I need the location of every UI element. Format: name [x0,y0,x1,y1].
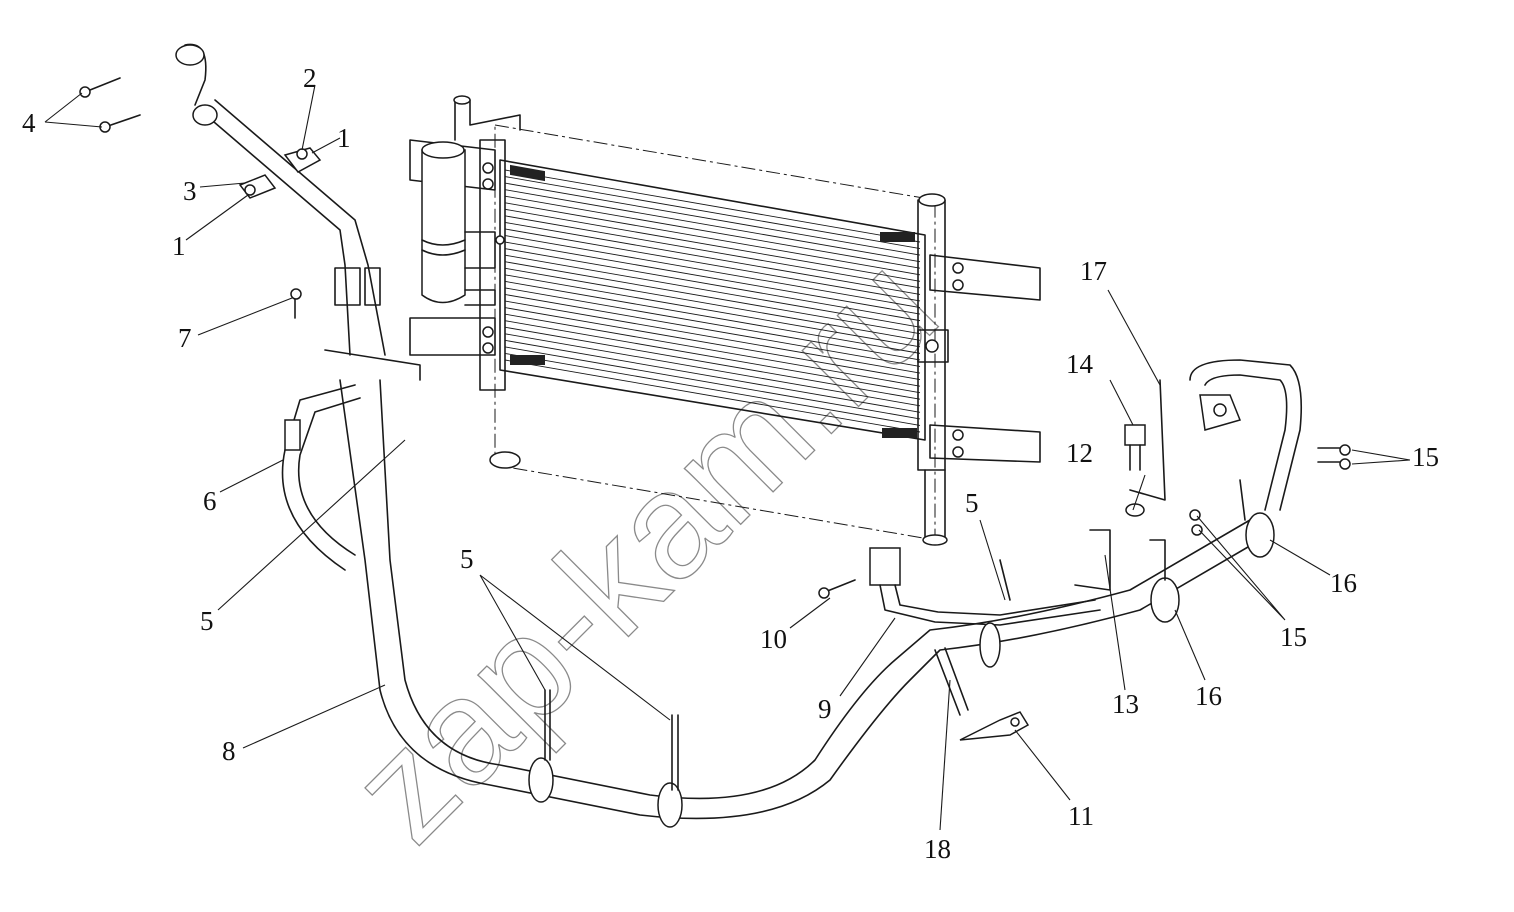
condenser-fin-line [504,195,921,269]
callout-5-middle: 5 [460,544,474,574]
callout-5-right: 5 [965,488,979,518]
condenser-fin-line [504,307,921,381]
condenser-fin-line [504,346,921,420]
right-pipe-assembly [1074,359,1351,591]
condenser-fin-line [504,235,921,308]
callout-16-upper: 16 [1330,568,1357,598]
condenser-fin-line [504,202,921,276]
pipe-9 [869,547,1101,668]
condenser-fin-line [504,254,921,328]
condenser-fins [504,169,921,433]
condenser-fin-line [504,280,921,354]
receiver-drier [421,141,505,306]
condenser-fin-line [504,208,921,282]
small-parts [79,77,1030,741]
callout-18: 18 [924,834,951,864]
condenser-fin-line [504,333,921,407]
callout-16-lower: 16 [1195,681,1222,711]
callout-labels: 1 1 2 3 4 5 5 5 6 7 8 9 10 11 12 13 14 1… [22,63,1439,864]
callout-5-left: 5 [200,606,214,636]
condenser-fin-line [504,221,921,295]
upper-left-pipes [175,43,421,381]
callout-3: 3 [183,176,197,206]
callout-10: 10 [760,624,787,654]
callout-1-upper: 1 [337,123,351,153]
condenser-fin-line [504,326,921,400]
callout-17: 17 [1080,256,1107,286]
condenser-fin-line [504,189,921,263]
callout-13: 13 [1112,689,1139,719]
condenser-fin-line [504,294,921,367]
callout-9: 9 [818,694,832,724]
hose-6 [281,384,361,571]
pipe-8-main [339,379,1275,828]
callout-15-upper: 15 [1412,442,1439,472]
condenser-fin-line [504,176,921,249]
condenser-fin-line [504,248,921,322]
callout-2: 2 [303,63,317,93]
condenser-fin-line [504,313,921,387]
condenser-fin-line [504,182,921,256]
callout-12: 12 [1066,438,1093,468]
condenser-fin-line [504,215,921,289]
callout-11: 11 [1068,801,1094,831]
condenser-fin-line [504,169,921,243]
condenser-fin-line [504,274,921,348]
condenser-fin-line [504,353,921,426]
callout-15-lower: 15 [1280,622,1307,652]
condenser-fin-line [504,359,921,433]
callout-14: 14 [1066,349,1094,379]
callout-1-lower: 1 [172,231,186,261]
callout-8: 8 [222,736,236,766]
callout-7: 7 [178,323,192,353]
condenser-fin-line [504,261,921,335]
condenser-fin-line [504,287,921,361]
condenser-fin-line [504,267,921,341]
condenser-fin-line [504,300,921,374]
condenser-fin-line [504,339,921,413]
callout-4: 4 [22,108,36,138]
condenser-fin-line [504,320,921,394]
condenser-fin-line [504,228,921,302]
callout-6: 6 [203,486,217,516]
leader-lines [44,84,1411,831]
condenser-fin-line [504,241,921,315]
condenser [409,95,1041,546]
